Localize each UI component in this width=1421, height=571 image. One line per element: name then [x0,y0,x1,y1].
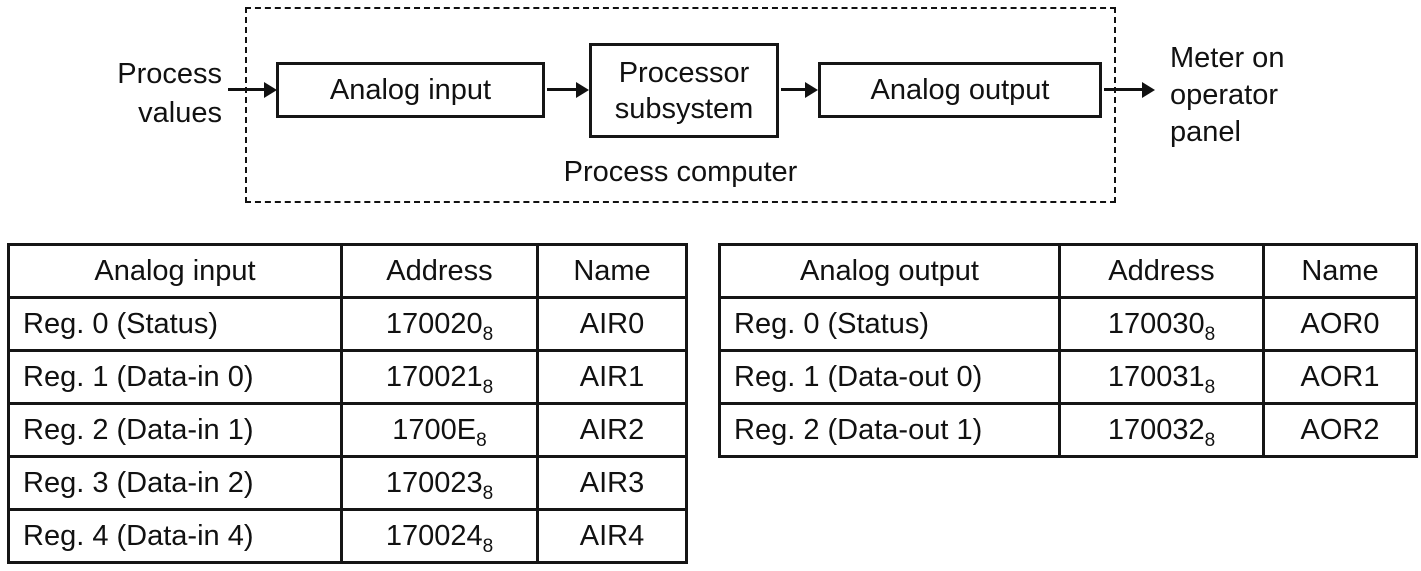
register-label-cell: Reg. 0 (Status) [7,296,343,352]
analog-output-block: Analog output [818,62,1102,118]
address-base-subscript: 8 [1204,323,1216,345]
table-row: Reg. 4 (Data-in 4) 1700248 AIR4 [7,508,688,564]
processor-subsystem-block: Processor subsystem [589,43,779,138]
address-base-subscript: 8 [482,376,494,398]
address-base-subscript: 8 [482,482,494,504]
register-name-cell: AIR0 [536,296,688,352]
meter-on-operator-panel-label: Meter on operator panel [1170,42,1285,148]
header-row: Analog output Address Name [718,243,1418,299]
address-base-subscript: 8 [1204,376,1216,398]
register-label-cell: Reg. 3 (Data-in 2) [7,455,343,511]
table-row: Reg. 2 (Data-in 1) 1700E8 AIR2 [7,402,688,458]
address-value: 170030 [1107,307,1205,340]
address-value: 170024 [385,519,483,552]
address-value: 170031 [1107,360,1205,393]
arrow-processor-to-analog-output [781,81,818,98]
arrowhead-icon [805,81,818,98]
address-cell: 1700238 [340,455,539,511]
column-header-address: Address [340,243,539,299]
address-base-subscript: 8 [482,323,494,345]
table-row: Reg. 2 (Data-out 1) 1700328 AOR2 [718,402,1418,458]
arrow-analog-input-to-processor [547,81,589,98]
process-computer-dashed-box [245,7,1116,203]
address-value: 170020 [385,307,483,340]
register-label-cell: Reg. 1 (Data-in 0) [7,349,343,405]
register-name-cell: AOR2 [1262,402,1418,458]
address-cell: 1700218 [340,349,539,405]
column-header-analog-output: Analog output [718,243,1061,299]
address-base-subscript: 8 [1204,429,1216,451]
table-row: Reg. 0 (Status) 1700208 AIR0 [7,296,688,352]
analog-input-register-table: Analog input Address Name Reg. 0 (Status… [7,243,688,564]
address-base-subscript: 8 [476,429,487,451]
table-row: Reg. 1 (Data-in 0) 1700218 AIR1 [7,349,688,405]
arrowhead-icon [264,81,277,98]
address-cell: 1700248 [340,508,539,564]
address-base-subscript: 8 [482,535,494,557]
register-name-cell: AIR4 [536,508,688,564]
address-cell: 1700328 [1058,402,1265,458]
analog-output-register-table: Analog output Address Name Reg. 0 (Statu… [718,243,1418,458]
address-cell: 1700E8 [340,402,539,458]
column-header-name: Name [536,243,688,299]
process-computer-label: Process computer [563,156,798,188]
address-value: 170023 [385,466,483,499]
table-row: Reg. 1 (Data-out 0) 1700318 AOR1 [718,349,1418,405]
column-header-analog-input: Analog input [7,243,343,299]
process-values-label: Process values [117,58,222,129]
address-cell: 1700318 [1058,349,1265,405]
register-name-cell: AOR1 [1262,349,1418,405]
register-name-cell: AIR3 [536,455,688,511]
arrow-analog-output-to-meter [1104,81,1155,98]
register-label-cell: Reg. 2 (Data-in 1) [7,402,343,458]
register-label-cell: Reg. 0 (Status) [718,296,1061,352]
address-cell: 1700208 [340,296,539,352]
table-row: Reg. 3 (Data-in 2) 1700238 AIR3 [7,455,688,511]
register-label-cell: Reg. 1 (Data-out 0) [718,349,1061,405]
arrowhead-icon [1142,81,1155,98]
address-value: 1700E [392,413,477,446]
register-label-cell: Reg. 2 (Data-out 1) [718,402,1061,458]
table-row: Reg. 0 (Status) 1700308 AOR0 [718,296,1418,352]
address-cell: 1700308 [1058,296,1265,352]
analog-input-block: Analog input [276,62,545,118]
register-name-cell: AOR0 [1262,296,1418,352]
register-name-cell: AIR1 [536,349,688,405]
arrowhead-icon [576,81,589,98]
column-header-address: Address [1058,243,1265,299]
address-value: 170021 [385,360,483,393]
register-name-cell: AIR2 [536,402,688,458]
column-header-name: Name [1262,243,1418,299]
arrow-process-values-to-analog-input [228,81,277,98]
header-row: Analog input Address Name [7,243,688,299]
address-value: 170032 [1107,413,1205,446]
register-label-cell: Reg. 4 (Data-in 4) [7,508,343,564]
